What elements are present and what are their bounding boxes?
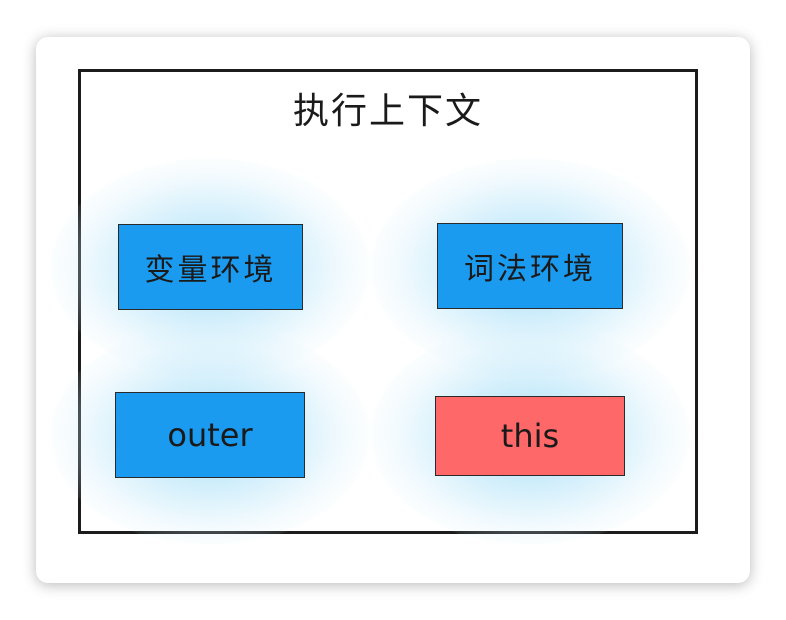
outer-box: outer bbox=[115, 392, 305, 478]
lexical-environment-box: 词法环境 bbox=[437, 223, 623, 309]
variable-environment-label: 变量环境 bbox=[144, 253, 277, 288]
this-box: this bbox=[435, 396, 625, 476]
outer-label: outer bbox=[167, 416, 253, 454]
this-label: this bbox=[500, 417, 560, 455]
lexical-environment-label: 词法环境 bbox=[464, 252, 596, 287]
diagram-title: 执行上下文 bbox=[292, 91, 483, 132]
variable-environment-box: 变量环境 bbox=[118, 224, 303, 310]
